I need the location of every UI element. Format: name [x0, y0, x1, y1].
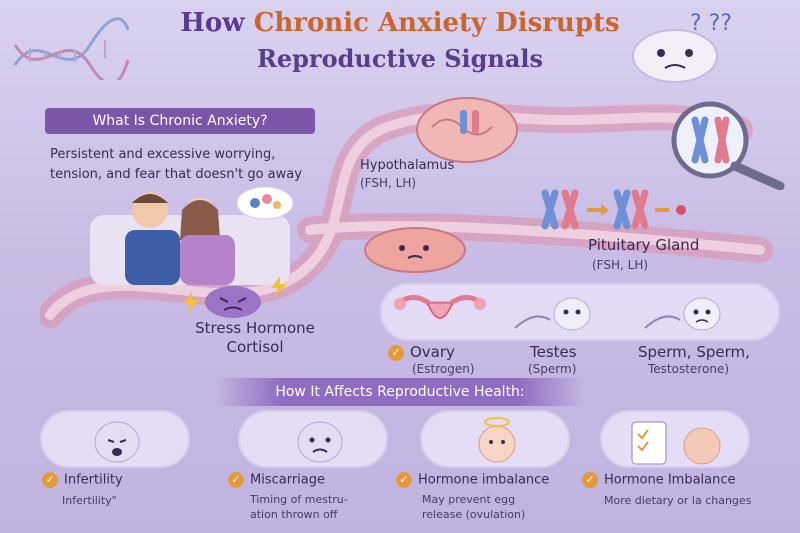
sperm-icon	[644, 297, 721, 331]
thought-bubble-icon	[236, 186, 294, 220]
sperm-icon	[514, 297, 591, 331]
check-icon: ✓	[396, 472, 412, 488]
effect-desc-imbalance: More dietary or la changes	[604, 494, 752, 507]
check-icon: ✓	[42, 472, 58, 488]
check-icon: ✓	[582, 472, 598, 488]
lightning-icon	[271, 276, 287, 298]
effects-banner: How It Affects Reproductive Health:	[215, 378, 585, 406]
uterus-icon	[394, 295, 486, 319]
effect-desc-hormone: May prevent egg release (ovulation)	[422, 493, 526, 521]
couple-illustration	[90, 192, 290, 285]
effect-bubble-hormone	[420, 410, 570, 468]
chromosome-icon	[541, 189, 686, 230]
check-icon: ✓	[388, 344, 404, 361]
hypothalamus-label: Hypothalamus	[360, 158, 455, 173]
sperm-sub: Testosterone)	[648, 362, 729, 376]
pituitary-sub: (FSH, LH)	[592, 258, 649, 272]
testes-sub: (Sperm)	[528, 362, 577, 376]
worried-character-icon: ? ??	[632, 11, 732, 83]
effect-bubble-infertility	[40, 410, 190, 468]
magnifier-icon	[671, 101, 785, 190]
effect-title-imbalance: ✓Hormone Imbalance	[582, 472, 736, 488]
page-title-line1: How Chronic Anxiety Disrupts	[180, 8, 620, 38]
check-icon: ✓	[228, 472, 244, 488]
hypothalamus-sub: (FSH, LH)	[360, 176, 417, 190]
effect-desc-miscarriage: Timing of mestru- ation thrown off	[250, 493, 348, 521]
effect-bubble-miscarriage	[238, 410, 388, 468]
sperm-label: Sperm, Sperm,	[638, 343, 750, 361]
pituitary-label: Pituitary Gland	[588, 236, 700, 254]
effect-title-hormone: ✓Hormone imbalance	[396, 472, 549, 488]
effect-title-miscarriage: ✓Miscarriage	[228, 472, 325, 488]
stress-hormone-label: Stress Hormone Cortisol	[195, 319, 315, 356]
title-accent: Chronic Anxiety Disrupts	[253, 8, 620, 38]
ovary-label: ✓Ovary	[388, 343, 455, 361]
effect-title-infertility: ✓Infertility	[42, 472, 123, 488]
pituitary-blob-icon	[364, 227, 466, 273]
page-title-line2: Reproductive Signals	[256, 44, 544, 73]
lightning-icon	[183, 292, 199, 314]
intro-description: Persistent and excessive worrying, tensi…	[50, 147, 302, 182]
intro-banner: What Is Chronic Anxiety?	[45, 108, 315, 134]
brain-icon	[416, 97, 518, 163]
question-marks-icon: ? ??	[690, 11, 732, 36]
signal-pathway	[40, 102, 773, 328]
dna-icon	[13, 17, 130, 80]
effect-desc-infertility: Infertility"	[62, 494, 117, 507]
effect-bubble-imbalance	[600, 410, 750, 468]
cortisol-blob-icon	[205, 286, 261, 318]
ovary-sub: (Estrogen)	[412, 362, 475, 376]
testes-label: Testes	[530, 343, 577, 361]
